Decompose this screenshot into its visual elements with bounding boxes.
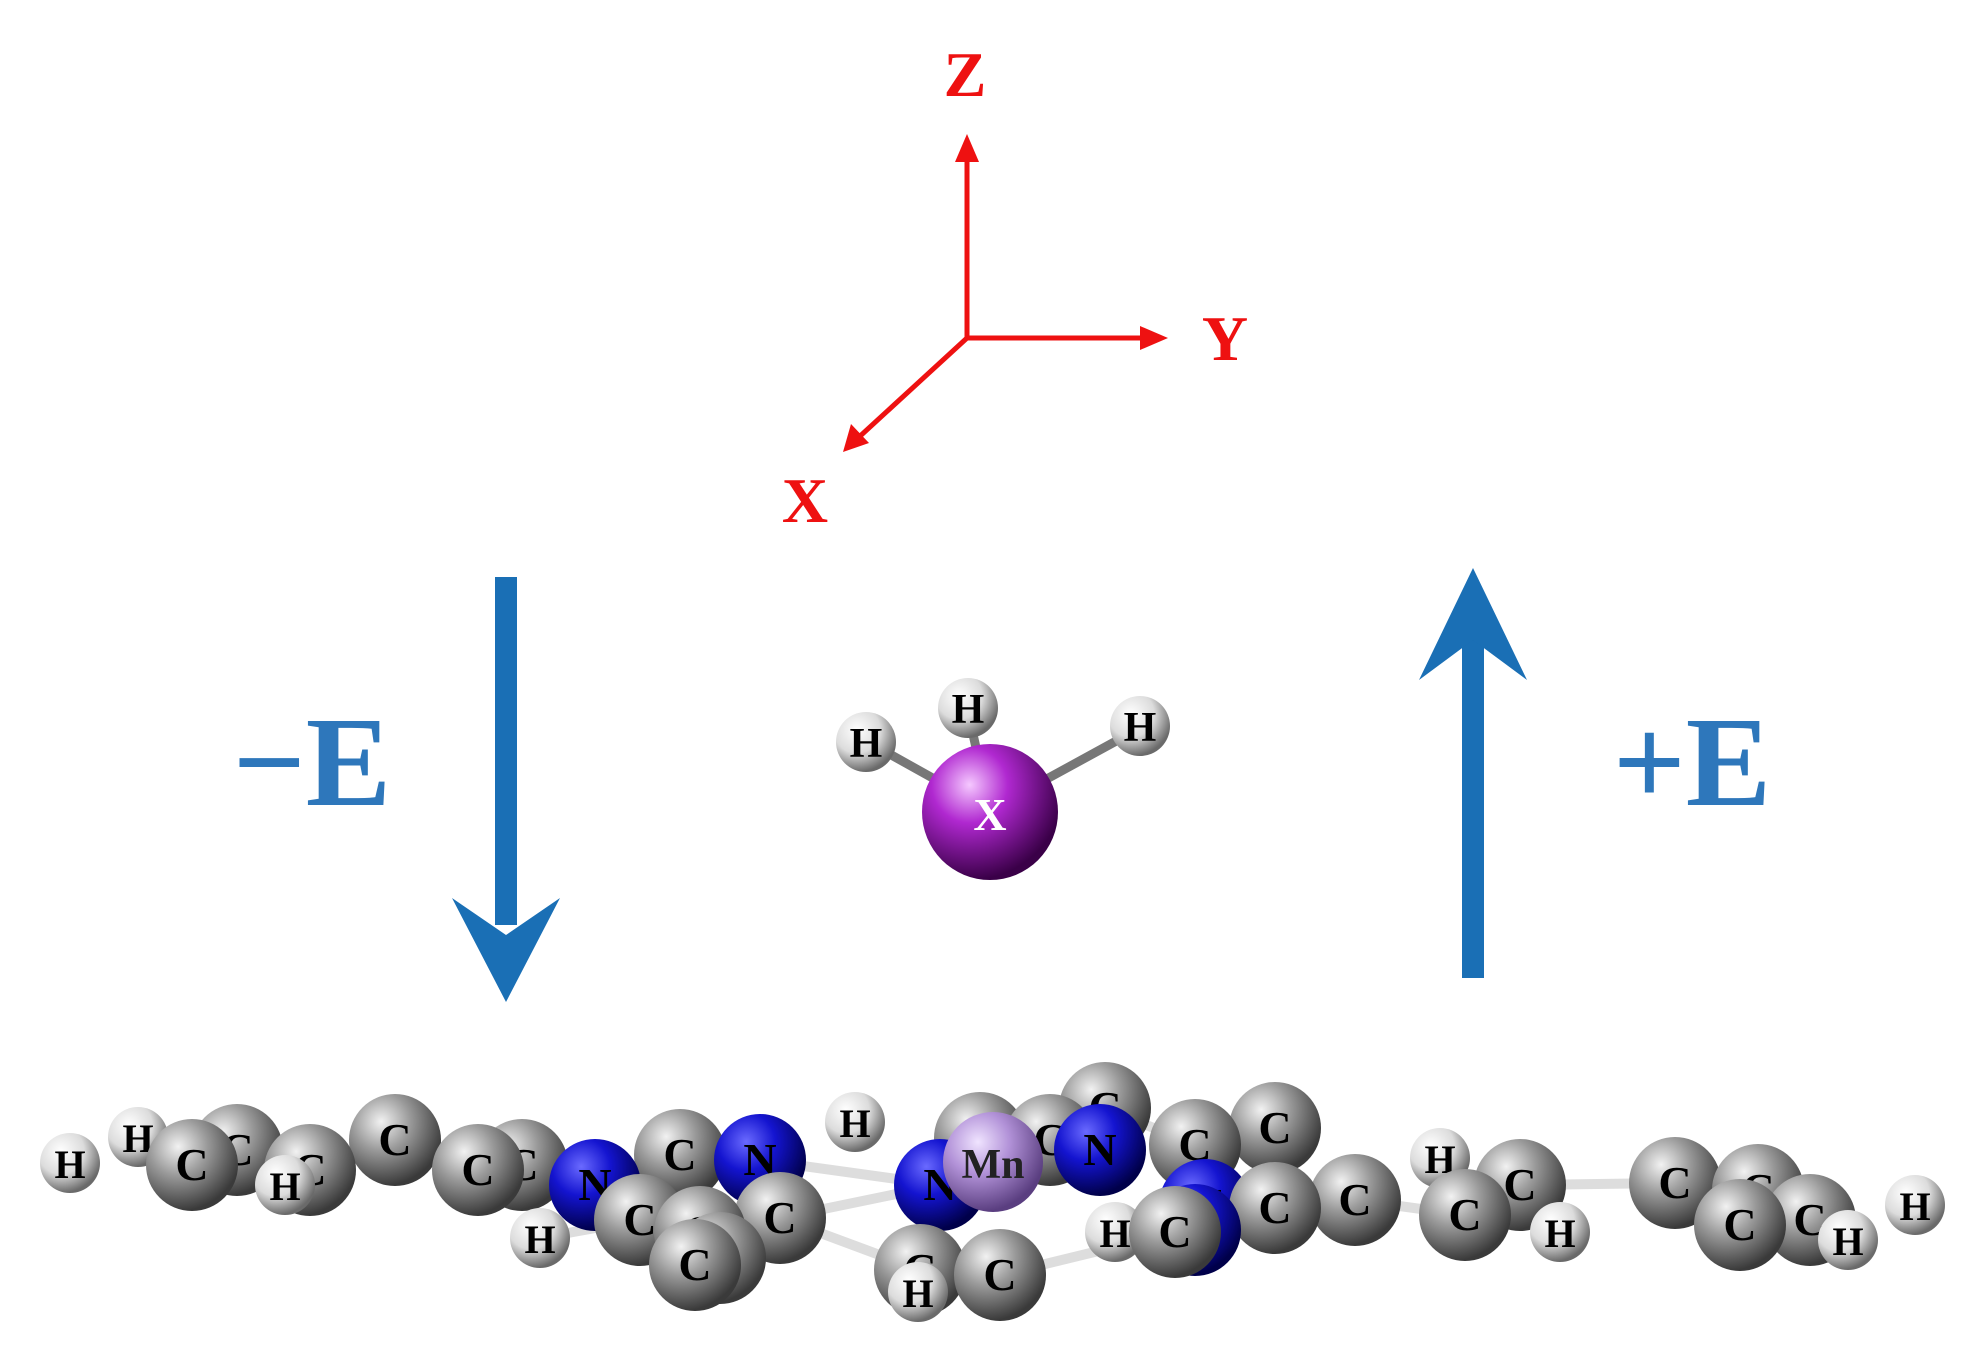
carbon-atom-label: C [1723,1199,1756,1250]
x-axis-label: X [782,465,828,536]
carbon-atom [1129,1186,1221,1278]
z-axis-label: Z [944,39,987,110]
carbon-atom-label: C [983,1249,1016,1300]
carbon-atom-label: C [1658,1157,1691,1208]
carbon-atom-label: C [1258,1102,1291,1153]
hydrogen-atom [1818,1210,1878,1270]
carbon-atom-label: C [378,1114,411,1165]
carbon-atom [146,1119,238,1211]
central-x-atom-label: X [973,789,1006,840]
carbon-atom-label: C [1338,1174,1371,1225]
carbon-atom-label: C [678,1239,711,1290]
nitrogen-atom-label: N [1083,1124,1116,1175]
x-axis-arrowhead [843,424,869,452]
carbon-atom-label: C [1258,1182,1291,1233]
coordinate-axes: Z Y X [782,39,1248,536]
carbon-atom-label: C [1158,1206,1191,1257]
y-axis-arrowhead [1140,326,1168,350]
hydrogen-atom-label: H [839,1101,870,1146]
carbon-atom-label: C [175,1139,208,1190]
negative-field-arrowhead [452,898,560,1002]
hydrogen-atom [1885,1175,1945,1235]
hydrogen-atom [510,1208,570,1268]
carbon-atom-label: C [1448,1189,1481,1240]
hydrogen-atom-label: H [902,1271,933,1316]
hydrogen-atom [938,678,998,738]
negative-field-arrow-shaft [495,577,517,925]
carbon-atom [1419,1169,1511,1261]
carbon-atom-label: C [623,1194,656,1245]
hydrogen-atom [1530,1202,1590,1262]
substrate-sheet: CHCHCCCCCNCHNHCCCCCHNNCCCNHCCCCCCNCHCHHH… [40,1062,1945,1322]
carbon-atom [649,1219,741,1311]
carbon-atom [1629,1137,1721,1229]
carbon-atom [1229,1162,1321,1254]
xh3-molecule: H H H X [836,678,1170,880]
hydrogen-atom-label: H [952,687,985,733]
carbon-atom [432,1124,524,1216]
manganese-atom [943,1112,1043,1212]
hydrogen-atom [888,1262,948,1322]
hydrogen-atom [1110,696,1170,756]
carbon-atom [1309,1154,1401,1246]
positive-field-label: +E [1613,691,1771,833]
negative-field-indicator: −E [233,577,560,1002]
negative-field-label: −E [233,691,391,833]
hydrogen-atom-label: H [1124,705,1157,751]
carbon-atom-label: C [663,1129,696,1180]
positive-field-arrow-shaft [1462,640,1484,978]
metal-center: Mn [943,1112,1043,1212]
y-axis-label: Y [1202,303,1248,374]
hydrogen-atom-label: H [1544,1211,1575,1256]
central-x-atom [922,744,1058,880]
hydrogen-atom-label: H [850,721,883,767]
hydrogen-atom [825,1092,885,1152]
positive-field-arrowhead [1419,568,1527,680]
carbon-atom [1229,1082,1321,1174]
hydrogen-atom [1085,1202,1145,1262]
nitrogen-atom [1054,1104,1146,1196]
hydrogen-atom-label: H [1899,1184,1930,1229]
hydrogen-atom-label: H [1099,1211,1130,1256]
hydrogen-atom-label: H [524,1217,555,1262]
x-axis-line [856,336,969,440]
hydrogen-atom [40,1133,100,1193]
z-axis-arrowhead [955,134,979,162]
hydrogen-atom-label: H [54,1142,85,1187]
positive-field-indicator: +E [1419,568,1771,978]
carbon-atom-label: C [461,1144,494,1195]
hydrogen-atom-label: H [1832,1219,1863,1264]
hydrogen-atom [255,1155,315,1215]
hydrogen-atom [836,712,896,772]
hydrogen-atom-label: H [269,1164,300,1209]
carbon-atom-label: C [763,1192,796,1243]
manganese-atom-label: Mn [962,1142,1025,1188]
carbon-atom [349,1094,441,1186]
carbon-atom [1694,1179,1786,1271]
carbon-atom [954,1229,1046,1321]
